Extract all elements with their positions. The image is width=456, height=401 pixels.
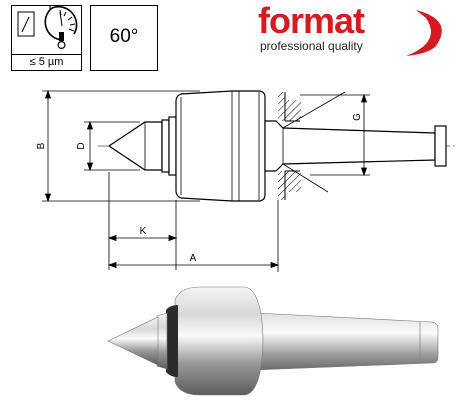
dimension-a (107, 200, 280, 272)
dimension-label-a: A (190, 253, 197, 264)
neck-rings (161, 116, 177, 176)
dial-indicator-icon (17, 6, 78, 49)
brand-logo: format professional quality (258, 0, 448, 56)
runout-spec-box: ≤ 5 µm (11, 5, 82, 71)
dimension-label-d: D (76, 142, 87, 149)
dimension-k (107, 172, 178, 270)
point-angle-value: 60° (109, 26, 139, 47)
taper-shank (264, 120, 447, 172)
brand-swoosh-icon (406, 10, 442, 56)
point-angle-box: 60° (90, 5, 158, 71)
dimension-label-b: B (36, 142, 47, 149)
dimension-b (42, 89, 200, 203)
dimension-g (282, 91, 370, 193)
runout-divider (12, 54, 81, 55)
brand-tagline: professional quality (260, 39, 363, 53)
runout-tolerance-value: ≤ 5 µm (29, 56, 64, 68)
brand-name: format (258, 0, 365, 41)
dimension-label-g: G (352, 113, 363, 121)
machine-wall (278, 92, 301, 200)
bearing-body (175, 90, 266, 202)
live-center-photo (107, 286, 439, 396)
cone-tip (107, 121, 163, 171)
dimension-d (84, 120, 140, 172)
dimension-label-k: K (140, 226, 147, 237)
